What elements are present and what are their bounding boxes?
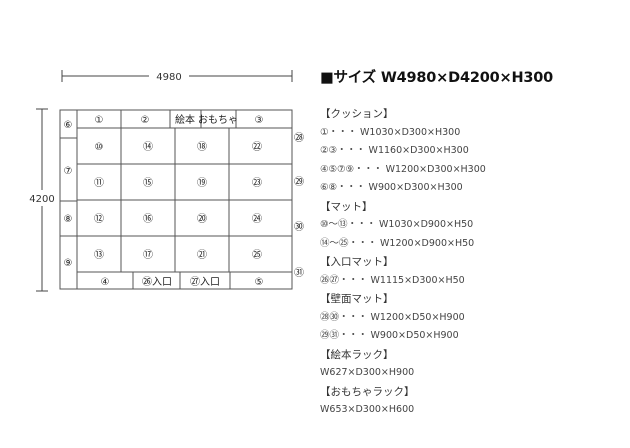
cell-27-entrance: ㉗入口 — [190, 276, 220, 288]
cell-5: ⑤ — [255, 277, 264, 288]
spec-line: ㉖㉗・・・ W1115×D300×H50 — [320, 274, 465, 286]
cell-20: ⑳ — [197, 213, 207, 225]
width-label: 4980 — [156, 72, 181, 83]
spec-heading: 【おもちゃラック】 — [320, 385, 415, 398]
cell-2: ② — [141, 115, 150, 126]
cell-22: ㉒ — [252, 141, 262, 153]
cell-17: ⑰ — [143, 249, 153, 261]
spec-heading: 【入口マット】 — [320, 256, 394, 268]
spec-section: 【壁面マット】㉘㉚・・・ W1200×D50×H900 ㉙㉛・・・ W900×D5… — [320, 290, 625, 346]
cell-19: ⑲ — [197, 177, 207, 189]
spec-line: ④⑤⑦⑨・・・ W1200×D300×H300 — [320, 163, 486, 175]
cell-31: ㉛ — [294, 267, 304, 279]
cell-10: ⑩ — [95, 142, 104, 153]
spec-line: ㉘㉚・・・ W1200×D50×H900 — [320, 311, 465, 323]
cell-8: ⑧ — [64, 214, 73, 225]
spec-section: 【絵本ラック】 W627×D300×H900 — [320, 346, 625, 383]
spec-heading: 【壁面マット】 — [320, 293, 394, 305]
cell-21: ㉑ — [197, 249, 207, 261]
cell-12: ⑫ — [94, 213, 104, 225]
cell-13: ⑬ — [94, 249, 104, 261]
cell-26-entrance: ㉖入口 — [142, 276, 172, 288]
spec-line: W627×D300×H900 — [320, 367, 415, 378]
cell-16: ⑯ — [143, 213, 153, 225]
cell-18: ⑱ — [197, 141, 207, 153]
cell-4: ④ — [101, 277, 110, 288]
spec-line: ⑭〜㉕・・・ W1200×D900×H50 — [320, 237, 475, 249]
cell-14: ⑭ — [143, 141, 153, 153]
cell-1-top: ① — [95, 115, 104, 126]
cell-25: ㉕ — [252, 249, 262, 261]
spec-line: ②③・・・ W1160×D300×H300 — [320, 145, 469, 156]
spec-line: ㉙㉛・・・ W900×D50×H900 — [320, 330, 459, 341]
cell-30: ㉚ — [294, 221, 304, 233]
depth-label: 4200 — [29, 194, 54, 205]
spec-heading: 【マット】 — [320, 200, 373, 213]
cell-29: ㉙ — [294, 176, 304, 188]
spec-line: ①・・・ W1030×D300×H300 — [320, 126, 461, 138]
spec-line: W653×D300×H600 — [320, 404, 415, 415]
cell-23: ㉓ — [252, 177, 262, 189]
spec-line: ⑩〜⑬・・・ W1030×D900×H50 — [320, 219, 474, 230]
spec-section: 【マット】 ⑩〜⑬・・・ W1030×D900×H50 ⑭〜㉕・・・ W1200×D… — [320, 198, 625, 254]
spec-heading: 【クッション】 — [320, 108, 394, 120]
cell-3: ③ — [255, 115, 264, 126]
spec-heading: 【絵本ラック】 — [320, 348, 394, 361]
spec-list: 【クッション】 ①・・・ W1030×D300×H300 ②③・・・ W1160×D… — [320, 105, 625, 420]
cell-24: ㉔ — [252, 213, 262, 225]
cell-28: ㉘ — [294, 132, 304, 144]
size-title: ■サイズ W4980×D4200×H300 — [320, 70, 554, 86]
spec-line: ⑥⑧・・・ W900×D300×H300 — [320, 182, 463, 193]
plan-grid — [59, 109, 293, 290]
spec-section: 【おもちゃラック】 W653×D300×H600 — [320, 383, 625, 420]
spec-panel: ■サイズ W4980×D4200×H300 【クッション】 ①・・・ W1030×… — [320, 66, 625, 420]
spec-section: 【入口マット】㉖㉗・・・ W1115×D300×H50 — [320, 253, 625, 290]
cell-15: ⑮ — [143, 177, 153, 189]
cell-6: ⑥ — [64, 120, 73, 131]
spec-section: 【クッション】 ①・・・ W1030×D300×H300 ②③・・・ W1160×D… — [320, 105, 625, 198]
cell-7: ⑦ — [64, 166, 73, 177]
cell-9: ⑨ — [64, 258, 73, 269]
cell-11: ⑪ — [94, 177, 104, 189]
cell-omocha: おもちゃ — [198, 114, 238, 126]
cell-ehon: 絵本 — [175, 113, 195, 126]
